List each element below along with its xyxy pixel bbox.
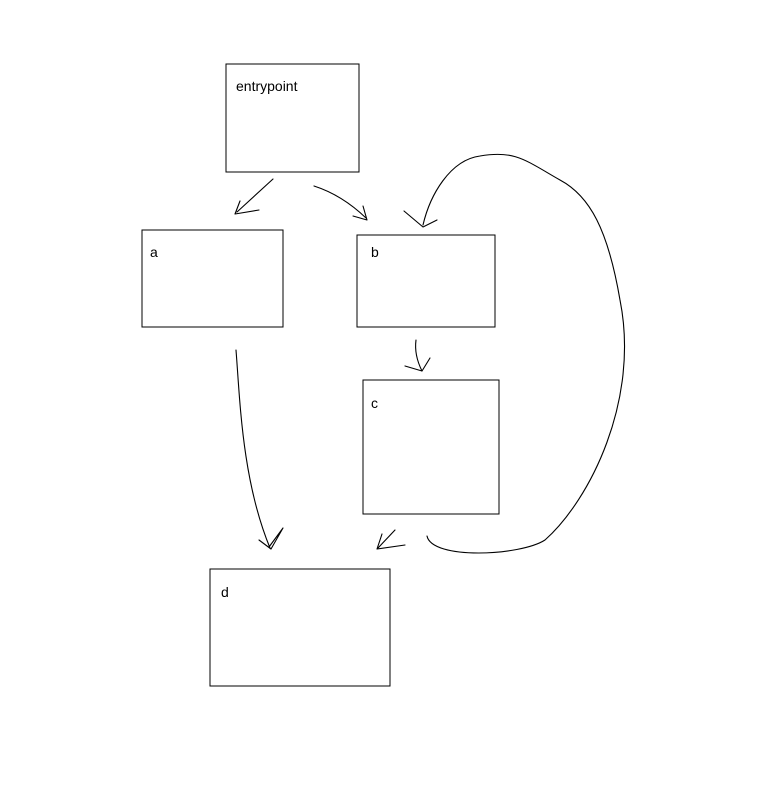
edge-entrypoint-to-a-arrowhead	[234, 200, 260, 215]
node-c-label: c	[371, 395, 378, 411]
node-entrypoint-label: entrypoint	[236, 78, 298, 94]
edge-a-to-d-line	[235, 349, 271, 549]
node-d: d	[209, 568, 391, 687]
edge-c-to-b	[403, 153, 626, 554]
edge-c-to-d-arrowhead	[376, 533, 406, 550]
node-a-label: a	[150, 244, 158, 260]
edge-c-to-d-line	[377, 529, 396, 549]
node-d-label: d	[221, 584, 229, 600]
node-b-label: b	[371, 244, 379, 260]
node-a-box	[141, 229, 284, 328]
edge-entrypoint-to-a-line	[236, 178, 274, 213]
edge-b-to-c-arrowhead	[404, 357, 431, 372]
edge-a-to-d-arrowhead	[258, 527, 284, 550]
edge-entrypoint-to-b	[313, 185, 368, 221]
node-a: a	[141, 229, 284, 328]
edge-c-to-b-arrowhead	[403, 210, 438, 228]
node-d-box	[209, 568, 391, 687]
edge-entrypoint-to-b-line	[313, 185, 367, 219]
node-entrypoint: entrypoint	[225, 63, 360, 173]
edge-a-to-d	[235, 349, 284, 550]
node-b-box	[356, 234, 496, 328]
node-c: c	[362, 379, 500, 515]
node-b: b	[356, 234, 496, 328]
node-entrypoint-box	[225, 63, 360, 173]
edge-c-to-b-line	[422, 153, 626, 554]
edge-c-to-d	[376, 529, 406, 550]
edge-entrypoint-to-a	[234, 178, 274, 215]
edge-entrypoint-to-b-arrowhead	[352, 205, 368, 221]
edge-b-to-c-line	[415, 339, 423, 372]
node-c-box	[362, 379, 500, 515]
edge-b-to-c	[404, 339, 431, 372]
